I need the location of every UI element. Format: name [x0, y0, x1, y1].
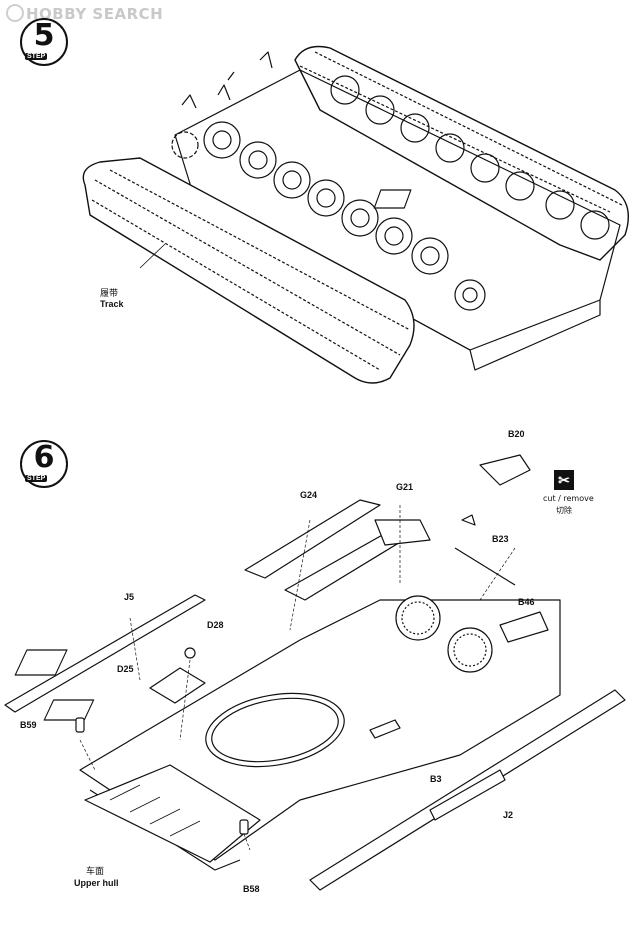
tow-hooks: [181, 51, 273, 109]
step-6-word: STEP: [25, 475, 48, 482]
turret-ring: [205, 692, 345, 768]
step-5-drawing: [82, 45, 629, 384]
label-b23: B23: [492, 534, 509, 544]
cut-remove-label-cn: 切除: [556, 506, 572, 515]
step-6-badge: 6 STEP: [20, 440, 68, 488]
part-b58-light: [239, 819, 249, 835]
part-b46-shape: [499, 611, 549, 643]
part-b23-rod: [454, 547, 516, 586]
track-label-cn: 履带: [100, 289, 119, 299]
far-track: [294, 45, 629, 261]
step-6-drawing: [4, 454, 626, 891]
label-b3: B3: [430, 774, 442, 784]
part-b3-shape: [369, 719, 401, 739]
watermark: HOBBY SEARCH: [6, 4, 163, 23]
part-b59-light: [75, 717, 85, 733]
part-b20-shape: [479, 454, 531, 486]
upper-hull-label-cn: 车面: [86, 867, 105, 877]
watermark-text: HOBBY SEARCH: [26, 5, 164, 23]
label-b46: B46: [518, 597, 535, 607]
track-leader-line: [139, 243, 166, 269]
part-j5-fender: [4, 594, 206, 713]
far-road-wheels: [330, 75, 610, 240]
part-g24-shape: [244, 499, 381, 579]
label-j2: J2: [503, 810, 514, 820]
belly-hatch: [373, 189, 412, 209]
label-b58: B58: [243, 884, 260, 894]
label-g21: G21: [396, 482, 414, 492]
cut-remove-icon: ✂: [554, 470, 574, 490]
track-label-en: Track: [100, 299, 124, 309]
direction-arrow: [461, 514, 476, 526]
label-d28: D28: [207, 620, 224, 630]
label-b20: B20: [508, 429, 525, 439]
label-d25: D25: [117, 664, 134, 674]
part-g21-shape: [374, 519, 431, 546]
label-b59: B59: [20, 720, 37, 730]
cut-remove-label-en: cut / remove: [543, 494, 594, 503]
step-5-badge: 5 STEP: [20, 18, 68, 66]
assembly-leaders: [79, 505, 516, 851]
label-j5: J5: [124, 592, 135, 602]
label-g24: G24: [300, 490, 318, 500]
step-5-number: 5: [33, 18, 55, 53]
part-d25-hatch: [149, 667, 206, 704]
drive-sprocket: [171, 131, 199, 159]
part-d28-knob: [184, 647, 196, 659]
upper-hull-label-en: Upper hull: [74, 878, 119, 888]
watermark-logo-icon: [6, 4, 24, 22]
step-5-word: STEP: [25, 53, 48, 60]
front-glacis: [84, 764, 261, 863]
road-wheels: [203, 121, 486, 311]
near-track: [82, 157, 415, 384]
step-6-number: 6: [33, 440, 55, 475]
